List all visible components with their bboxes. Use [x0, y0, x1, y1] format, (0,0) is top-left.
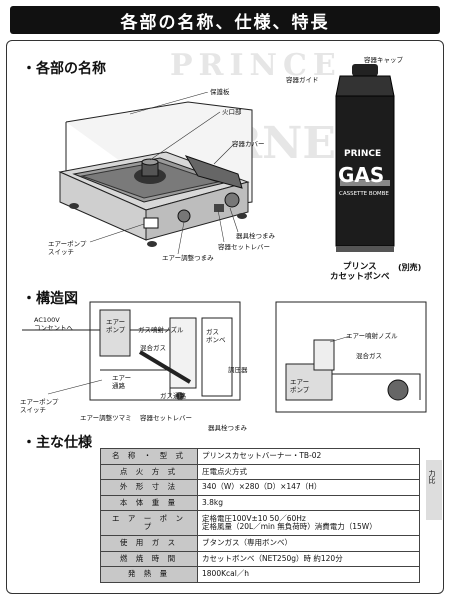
section-heading-names: ・各部の名称 [22, 61, 106, 77]
spec-key: エ ア ー ポ ン プ [100, 510, 198, 536]
spec-value: 3.8kg [197, 494, 420, 511]
structure-diagram-right [275, 301, 427, 413]
spec-value: カセットボンベ（NET250g）時 約120分 [197, 550, 420, 567]
section-heading-specs: ・主な仕様 [22, 435, 92, 451]
table-row: エ ア ー ポ ン プ定格電圧100V±10 50／60Hz 定格風量（20L／… [100, 510, 420, 536]
table-row: 点 火 方 式圧電点火方式 [100, 463, 420, 480]
table-row: 名 称 ・ 型 式プリンスカセットバーナー・TB-02 [100, 448, 420, 465]
label-burner: 火口部 [222, 108, 242, 116]
can-subtitle: CASSETTE BOMBE [339, 191, 389, 197]
can-caption: プリンス カセットボンベ [330, 262, 390, 282]
structure-diagram-left [22, 301, 241, 401]
struct-set-lever: 容器セットレバー [140, 414, 192, 422]
right-strip-text: 力比 [428, 470, 436, 484]
gas-can-illustration [335, 64, 395, 252]
spec-key: 名 称 ・ 型 式 [100, 448, 198, 465]
can-product: GAS [338, 163, 385, 187]
struct-regulator: 調圧器 [228, 366, 248, 374]
right-strip [426, 460, 442, 520]
page-title-bar: 各部の名称、仕様、特長 [10, 6, 440, 34]
label-set-lever: 容器セットレバー [218, 243, 270, 251]
spec-key: 点 火 方 式 [100, 463, 198, 480]
watermark-prince: PRINCE [170, 48, 342, 83]
struct-pump-switch: エアーポンプ スイッチ [20, 398, 59, 414]
spec-value: 1800Kcal／h [197, 566, 420, 583]
spec-value: 340（W）×280（D）×147（H） [197, 479, 420, 496]
label-guard: 保護板 [210, 88, 230, 96]
struct-air-pump-2: エアー ポンプ [290, 378, 310, 394]
struct-air-knob: エアー調整ツマミ [80, 414, 132, 422]
spec-value: ブタンガス（専用ボンベ） [197, 535, 420, 552]
spec-key: 外 形 寸 法 [100, 479, 198, 496]
struct-air-pipe: エアー 通路 [112, 374, 132, 390]
struct-gas-bombe: ガス ボンベ [206, 328, 226, 344]
struct-air-nozzle: エアー噴射ノズル [346, 332, 398, 340]
label-can-cap: 容器キャップ [364, 56, 403, 64]
spec-value: 定格電圧100V±10 50／60Hz 定格風量（20L／min 無負荷時）消費… [197, 510, 420, 536]
struct-nozzle: ガス噴射ノズル [138, 326, 184, 334]
label-air-pump-switch: エアーポンプ スイッチ [48, 240, 87, 256]
spec-value: プリンスカセットバーナー・TB-02 [197, 448, 420, 465]
label-can-guide: 容器ガイド [286, 76, 319, 84]
label-container-cover: 容器カバー [232, 140, 265, 148]
struct-air-pump: エアー ポンプ [106, 318, 126, 334]
stove-illustration [58, 92, 253, 255]
struct-gas-pipe: ガス通路 [160, 392, 186, 400]
page-title: 各部の名称、仕様、特長 [120, 12, 330, 33]
can-note: (別売) [398, 263, 422, 272]
spec-value: 圧電点火方式 [197, 463, 420, 480]
section-heading-structure: ・構造図 [22, 291, 78, 307]
struct-mixed-gas: 混合ガス [140, 344, 166, 352]
can-brand: PRINCE [344, 149, 382, 159]
spec-key: 燃 焼 時 間 [100, 550, 198, 567]
content-frame [6, 40, 444, 594]
spec-key: 使 用 ガ ス [100, 535, 198, 552]
spec-key: 本 体 重 量 [100, 494, 198, 511]
struct-ac: AC100V コンセントへ [34, 316, 73, 332]
struct-mixed-gas-2: 混合ガス [356, 352, 382, 360]
label-air-adjust: エアー調整つまみ [162, 254, 214, 262]
label-valve-knob: 器具栓つまみ [236, 232, 275, 240]
spec-key: 発 熱 量 [100, 566, 198, 583]
spec-table: 名 称 ・ 型 式プリンスカセットバーナー・TB-02 点 火 方 式圧電点火方… [100, 448, 420, 583]
table-row: 使 用 ガ スブタンガス（専用ボンベ） [100, 535, 420, 552]
table-row: 燃 焼 時 間カセットボンベ（NET250g）時 約120分 [100, 550, 420, 567]
struct-valve-knob: 器具栓つまみ [208, 424, 247, 432]
